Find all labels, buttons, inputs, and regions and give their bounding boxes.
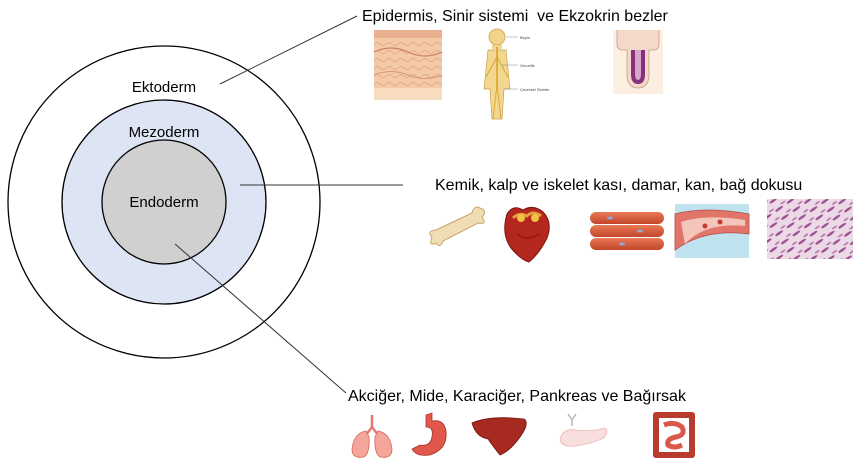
ectoderm-connector xyxy=(220,16,357,84)
skeletal-muscle-icon xyxy=(590,212,664,250)
peripheral-nerves-label: Çevresel Sinirler xyxy=(520,87,550,92)
stomach-icon xyxy=(412,413,446,455)
mesoderm-derivatives-label: Kemik, kalp ve iskelet kası, damar, kan,… xyxy=(435,177,802,194)
pancreas-icon xyxy=(560,414,607,446)
nervous-system-icon: Beyin Omurilik Çevresel Sinirler xyxy=(484,29,550,119)
brain-label: Beyin xyxy=(520,35,530,40)
blood-vessel-icon xyxy=(675,204,749,258)
endoderm-derivatives-label: Akciğer, Mide, Karaciğer, Pankreas ve Ba… xyxy=(348,388,687,405)
heart-icon xyxy=(505,207,550,262)
ectoderm-derivatives-label: Epidermis, Sinir sistemi ve Ekzokrin bez… xyxy=(362,8,669,25)
liver-icon xyxy=(472,418,526,455)
skin-section-icon xyxy=(374,30,442,100)
bone-icon xyxy=(430,207,485,245)
ectoderm-label: Ektoderm xyxy=(132,79,196,96)
spinal-cord-label: Omurilik xyxy=(520,63,535,68)
exocrine-gland-icon xyxy=(613,30,663,94)
intestine-icon xyxy=(656,415,692,455)
endoderm-label: Endoderm xyxy=(129,194,198,211)
mesoderm-label: Mezoderm xyxy=(129,124,200,141)
connective-tissue-icon xyxy=(767,199,853,259)
lungs-icon xyxy=(352,415,392,457)
